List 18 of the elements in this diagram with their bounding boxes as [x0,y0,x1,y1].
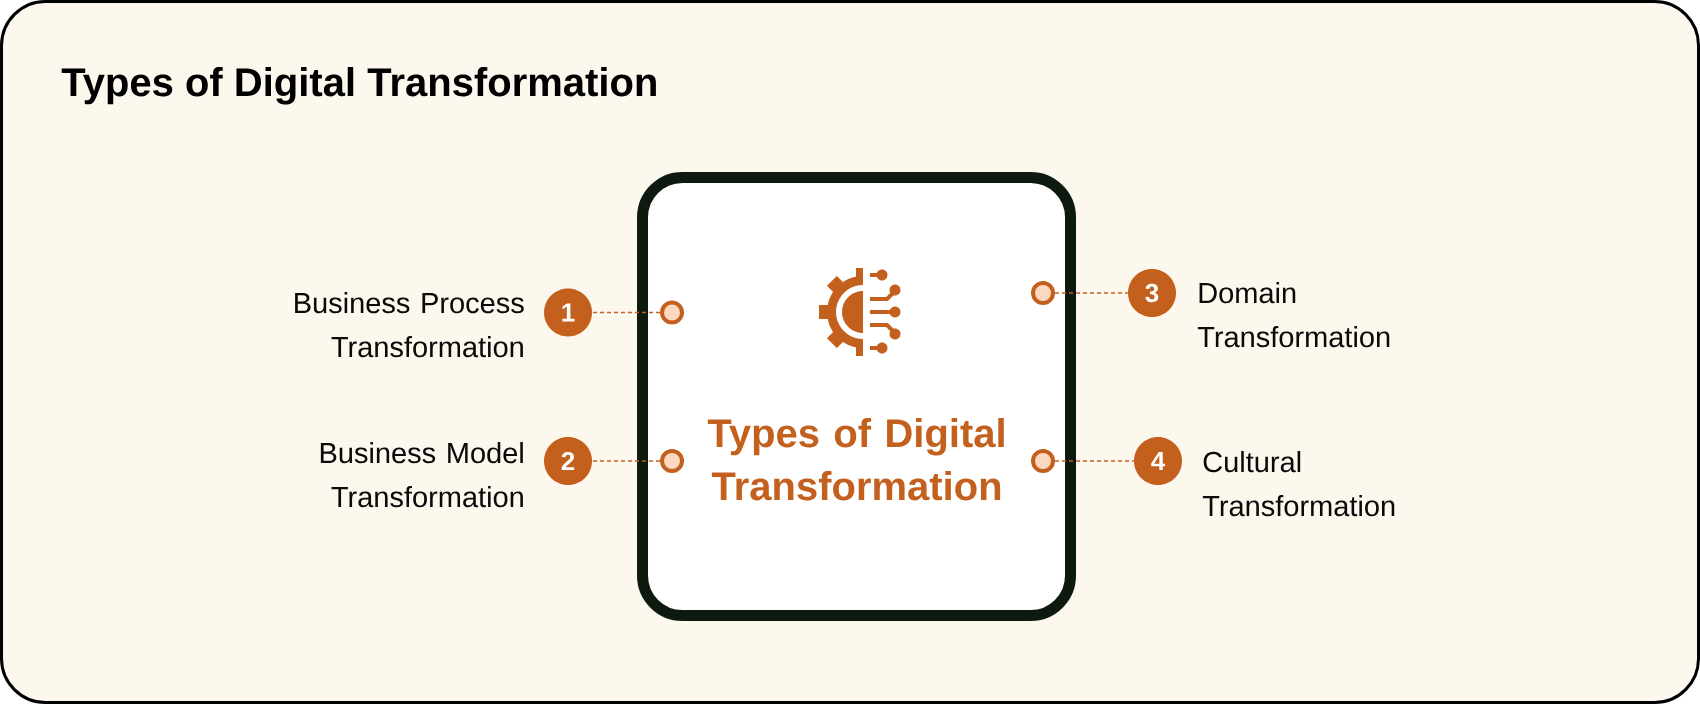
dashed-connector [1054,292,1129,294]
ring-marker [1031,281,1055,305]
number-badge: 1 [544,288,592,337]
ring-marker [660,449,684,473]
item-label: Domain Transformation [1197,282,1390,348]
item-label: Business Process Transformation [295,292,524,358]
number-badge: 4 [1134,437,1182,485]
dashed-connector [591,460,661,462]
center-box: Types of Digital Transformation [637,172,1076,621]
number-badge: 3 [1128,269,1176,317]
dashed-connector [591,311,661,314]
ring-marker [660,300,684,325]
ring-marker [1031,449,1055,473]
title: Types of Digital Transformation [61,67,656,105]
item-label: Cultural Transformation [1202,451,1395,517]
dashed-connector [1054,460,1135,462]
item-label: Business Model Transformation [320,442,523,508]
number-badge: 2 [544,437,592,485]
